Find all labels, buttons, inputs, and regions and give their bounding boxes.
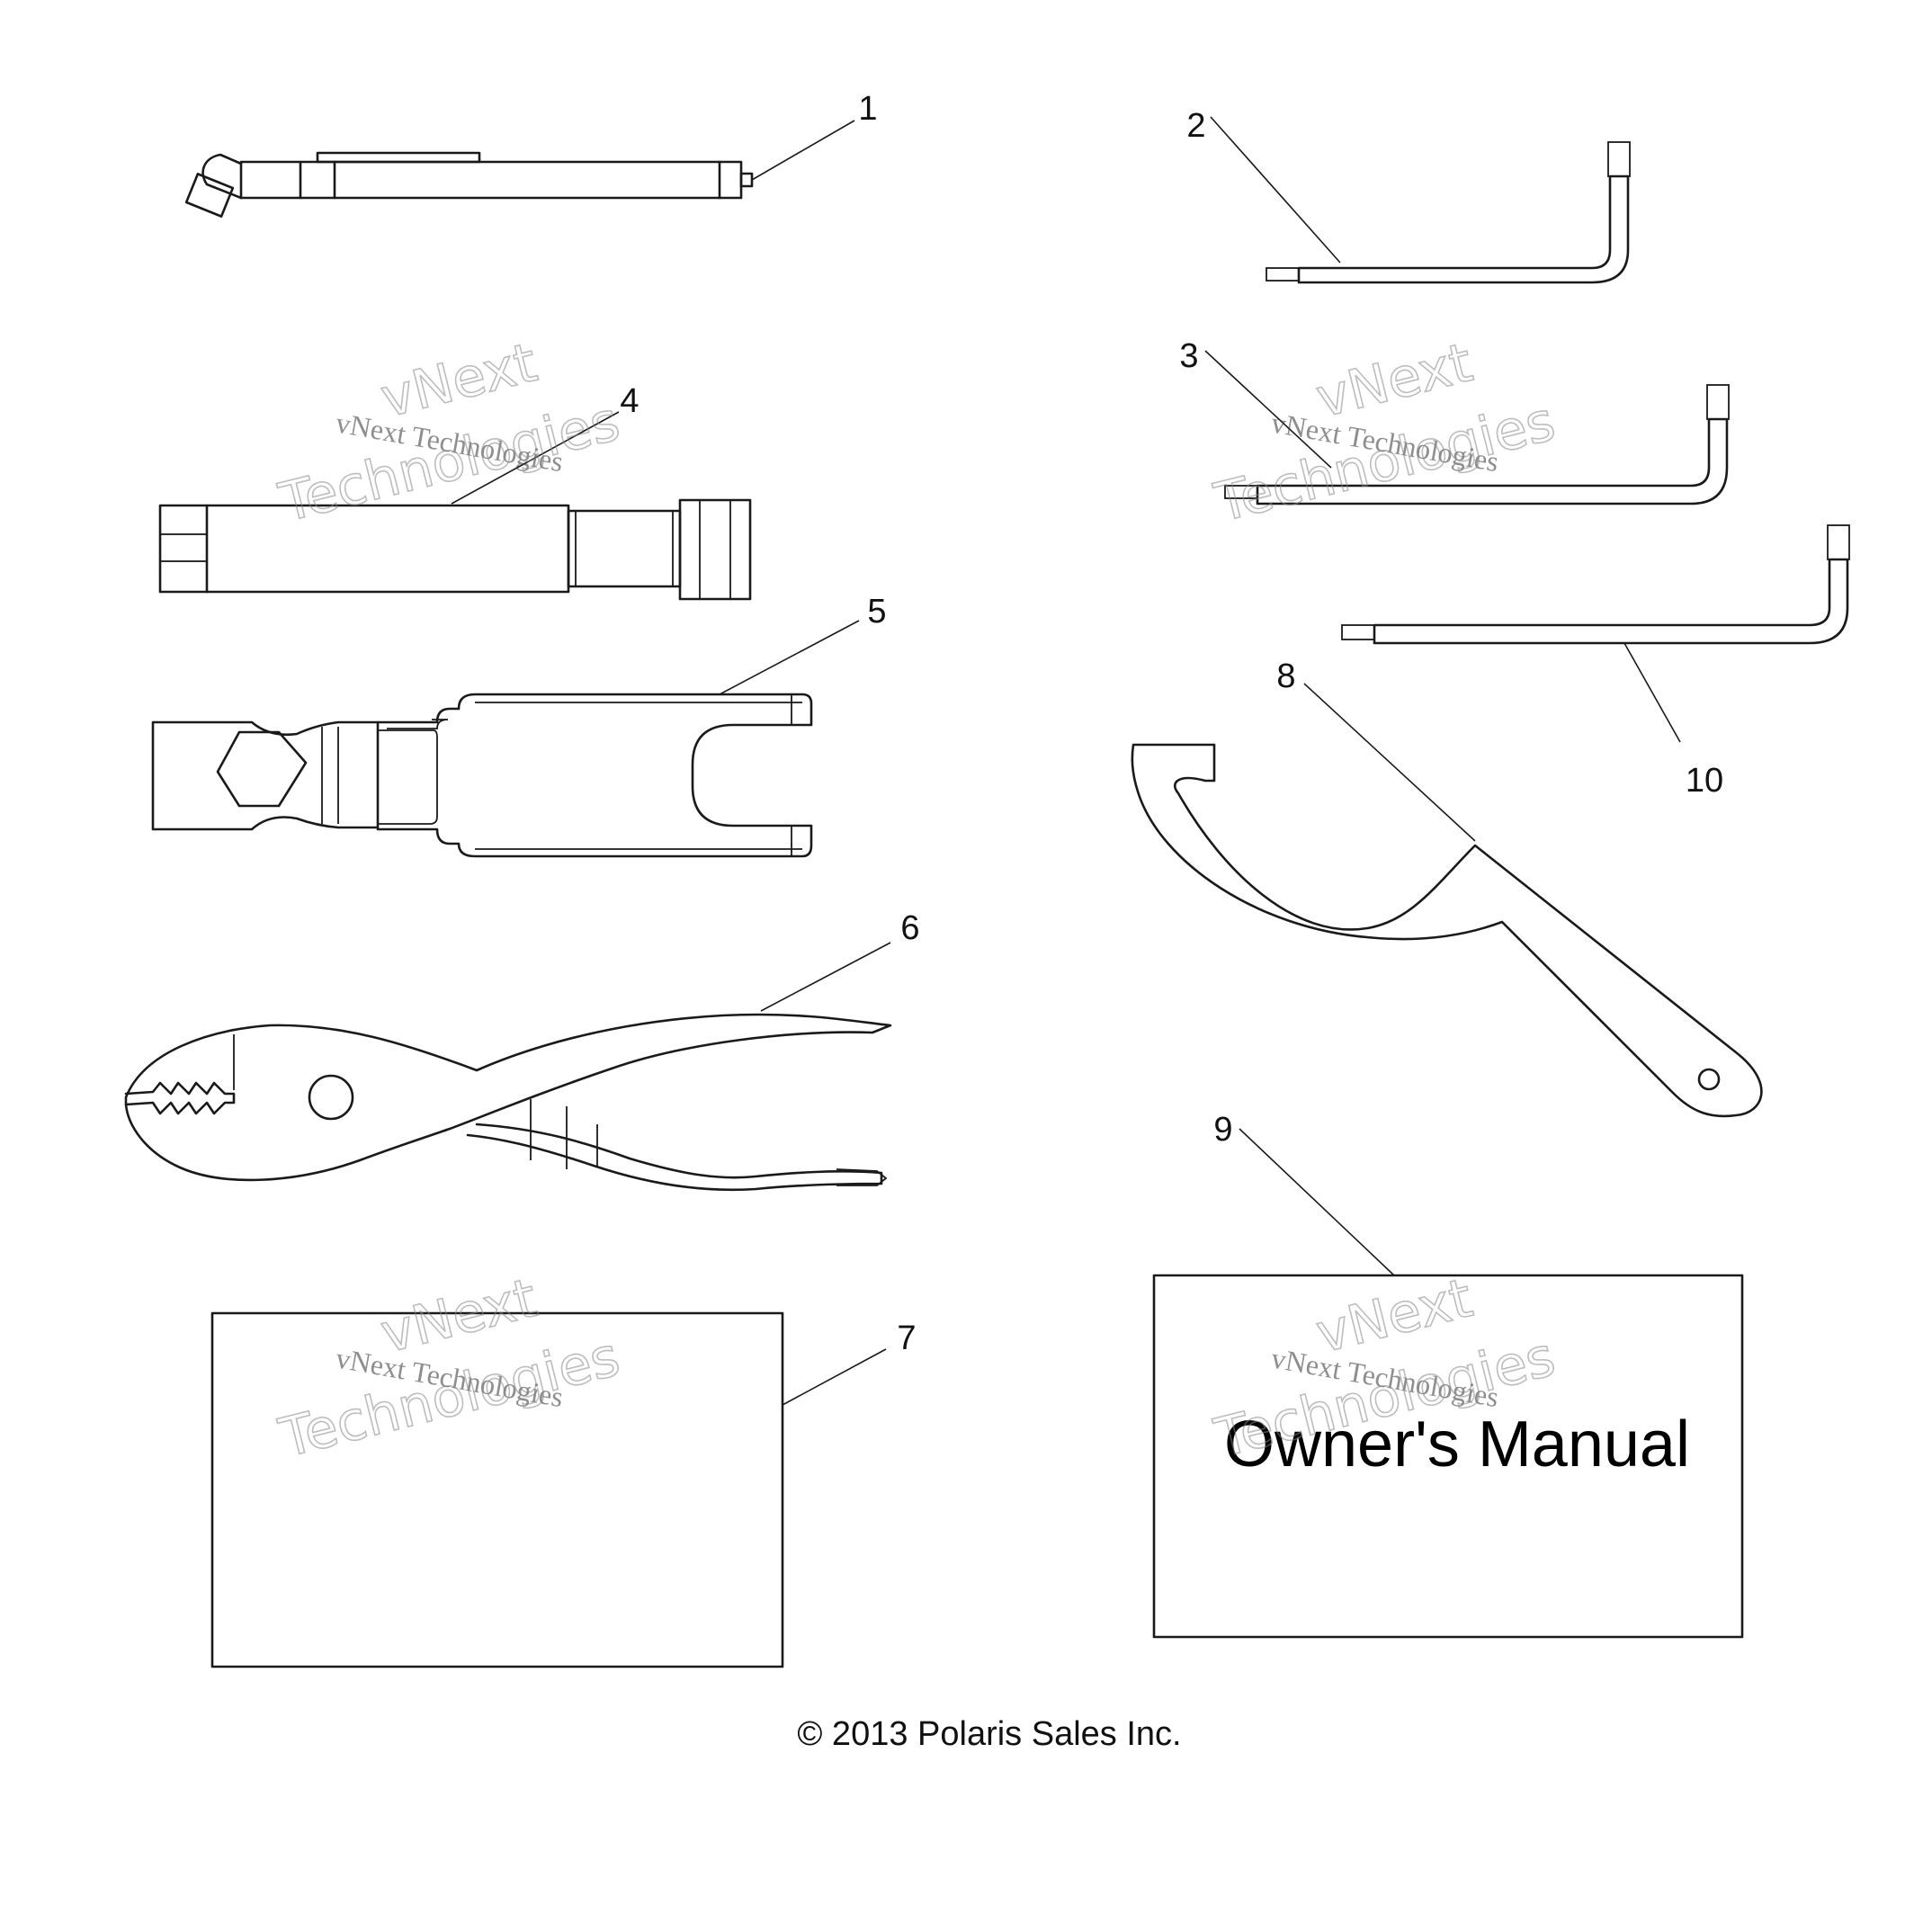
watermark-bottom-left: vNext Technologies vNext Technologies: [273, 1266, 626, 1471]
callout-9: 9: [1213, 1111, 1232, 1149]
callout-10: 10: [1686, 762, 1723, 800]
leader-5: [719, 620, 860, 695]
callout-7: 7: [897, 1319, 916, 1357]
leader-3: [1204, 350, 1332, 469]
part-7-tool-pouch[interactable]: [210, 1311, 784, 1668]
leader-6: [760, 942, 891, 1012]
callout-1: 1: [858, 90, 877, 128]
copyright-text: © 2013 Polaris Sales Inc.: [797, 1715, 1181, 1753]
leader-10: [1623, 642, 1681, 743]
leader-1: [751, 120, 855, 181]
part-3-hex-key[interactable]: [1224, 384, 1730, 505]
leader-7: [782, 1348, 887, 1406]
part-4-spark-plug-socket[interactable]: [158, 498, 752, 601]
part-1-pressure-gauge[interactable]: [184, 151, 754, 218]
callout-6: 6: [900, 909, 919, 947]
part-8-spanner-wrench[interactable]: [1131, 743, 1763, 1118]
callout-2: 2: [1186, 107, 1205, 145]
part-6-pliers[interactable]: [124, 1013, 892, 1192]
callout-8: 8: [1276, 657, 1295, 695]
leader-8: [1303, 683, 1476, 842]
callout-5: 5: [867, 593, 886, 631]
leader-4: [451, 411, 620, 505]
part-2-hex-key[interactable]: [1266, 141, 1631, 284]
part-9-owners-manual[interactable]: [1152, 1274, 1744, 1639]
callout-3: 3: [1179, 337, 1198, 375]
leader-9: [1239, 1128, 1395, 1276]
leader-2: [1210, 116, 1341, 264]
part-10-hex-key[interactable]: [1341, 524, 1850, 645]
manual-title: Owner's Manual: [1224, 1409, 1690, 1480]
callout-4: 4: [620, 382, 639, 420]
part-5-wrench[interactable]: [151, 693, 813, 858]
